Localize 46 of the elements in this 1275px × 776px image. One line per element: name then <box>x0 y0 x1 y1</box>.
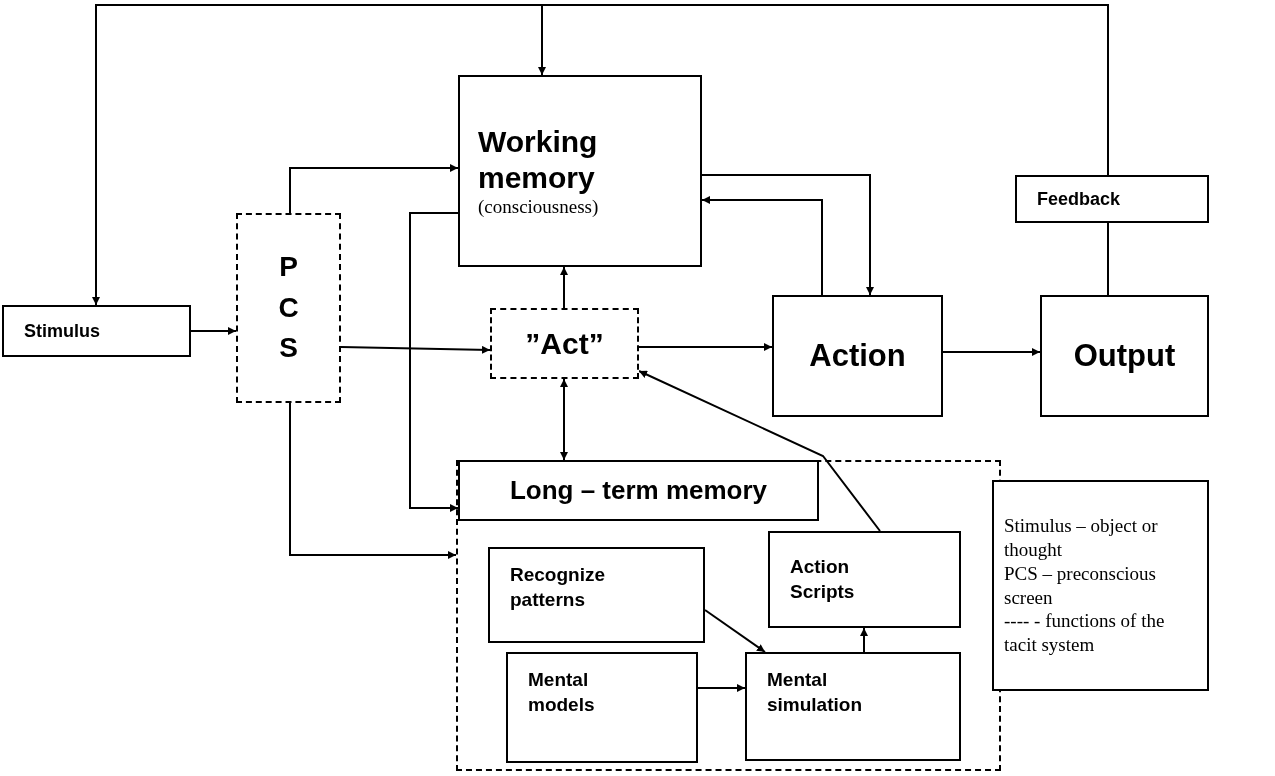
dashed-region <box>456 460 1001 771</box>
node-label: Stimulus <box>24 319 101 343</box>
arrow <box>289 402 457 559</box>
node-label: Recognize patterns <box>510 563 607 612</box>
legend-text: PCS – preconscious screen <box>1004 561 1157 610</box>
process-box <box>458 75 702 267</box>
arrow <box>560 378 568 461</box>
node-label: Long – term memory <box>508 474 769 507</box>
arrow <box>704 609 766 653</box>
process-box <box>1040 295 1209 417</box>
node-label: Mental simulation <box>767 668 863 717</box>
node-label: Output <box>1072 337 1177 375</box>
arrow <box>560 266 568 309</box>
process-box <box>768 531 961 628</box>
legend-text: ---- - functions of the tacit system <box>1004 609 1166 657</box>
arrow <box>701 196 823 296</box>
process-box <box>1015 175 1209 223</box>
legend-text: Stimulus – object or thought <box>1004 514 1159 562</box>
node-label: PCS <box>277 250 300 366</box>
process-box <box>458 460 819 521</box>
arrow <box>289 164 459 214</box>
connector-line <box>1107 222 1109 296</box>
arrow <box>860 627 868 653</box>
arrow <box>340 345 491 354</box>
node-label: Action <box>808 337 907 375</box>
node-label: Mental models <box>528 668 596 717</box>
dashed-box <box>236 213 341 403</box>
process-box <box>2 305 191 357</box>
arrow <box>409 212 459 512</box>
process-box <box>506 652 698 763</box>
arrow <box>697 684 746 692</box>
arrow <box>638 343 773 351</box>
arrow <box>190 327 237 335</box>
process-box <box>745 652 961 761</box>
arrow <box>701 174 874 296</box>
arrow <box>942 348 1041 356</box>
dashed-box <box>490 308 639 379</box>
node-label: ”Act” <box>524 325 605 362</box>
legend-box <box>992 480 1209 691</box>
process-box <box>488 547 705 643</box>
process-box <box>772 295 943 417</box>
node-label: Working memory <box>478 123 599 196</box>
arrow <box>638 370 881 532</box>
node-label: Feedback <box>1037 187 1122 211</box>
node-subtitle: (consciousness) <box>478 195 600 219</box>
node-label: Action Scripts <box>790 554 856 604</box>
